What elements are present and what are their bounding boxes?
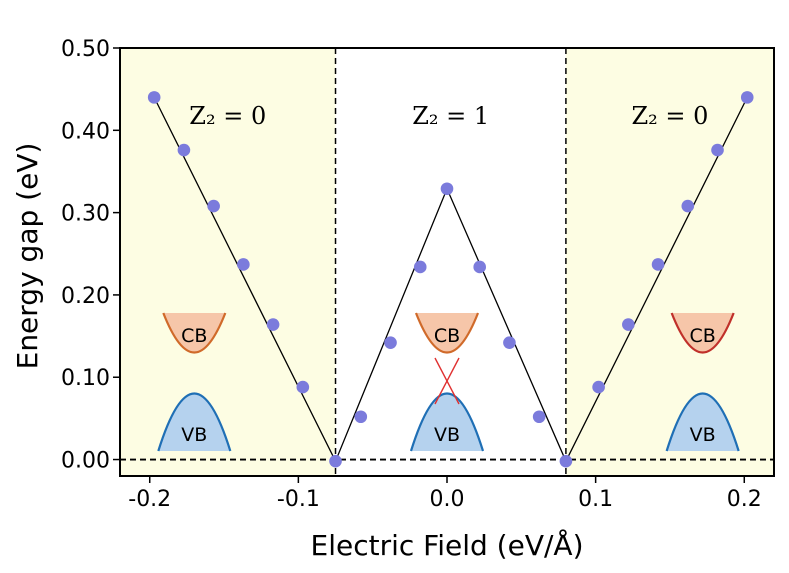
region-0 — [120, 48, 336, 476]
cb-curve — [414, 312, 480, 354]
data-point-0-2 — [207, 199, 220, 213]
phase-labels: Z₂ = 0 Z₂ = 1 Z₂ = 0 — [189, 102, 708, 130]
phase-label-2: Z₂ = 0 — [631, 102, 708, 130]
dirac-cross-b — [434, 357, 460, 405]
y-tick-label-1: 0.10 — [61, 366, 110, 391]
vb-curve — [665, 392, 740, 452]
x-tick-label-2: 0.0 — [430, 487, 465, 512]
band-inset-0: CB VB — [157, 312, 232, 452]
band-inset-2: CB VB — [665, 312, 740, 452]
data-point-0-18 — [681, 199, 695, 213]
x-tick-label-0: -0.2 — [128, 487, 171, 512]
data-point-0-15 — [592, 380, 605, 394]
data-point-0-11 — [473, 260, 487, 274]
data-point-0-16 — [622, 318, 635, 331]
data-point-0-0 — [147, 91, 161, 104]
data-point-0-13 — [532, 410, 546, 424]
data-point-0-17 — [651, 258, 665, 271]
phase-label-1: Z₂ = 1 — [412, 102, 489, 130]
x-tick-label-3: 0.1 — [578, 487, 613, 512]
data-point-0-14 — [559, 454, 573, 468]
phase-regions — [120, 48, 774, 476]
band-insets: CB VB CB VB CB VB — [157, 312, 740, 452]
phase-label-0: Z₂ = 0 — [189, 102, 266, 130]
cb-label: CB — [181, 325, 207, 347]
band-inset-1: CB VB — [409, 312, 485, 452]
vb-label: VB — [181, 424, 207, 446]
vb-curve — [409, 392, 485, 452]
data-point-0-20 — [740, 91, 754, 104]
x-tick-label-1: -0.1 — [277, 487, 320, 512]
data-point-0-4 — [266, 318, 280, 331]
cb-curve — [670, 312, 735, 354]
data-point-0-10 — [440, 182, 454, 196]
region-2 — [565, 48, 774, 476]
data-point-0-3 — [237, 258, 250, 271]
x-tick-label-4: 0.2 — [727, 487, 762, 512]
data-point-0-12 — [503, 336, 516, 349]
y-axis-label: Energy gap (eV) — [11, 143, 44, 370]
y-tick-label-5: 0.50 — [61, 37, 110, 62]
cb-curve — [162, 312, 227, 354]
axis-ticks: -0.2 -0.1 0.0 0.1 0.2 0.00 0.10 0.20 0.30 0.40 0.5… — [61, 37, 762, 512]
vb-curve — [157, 392, 232, 452]
y-tick-label-3: 0.30 — [61, 202, 110, 227]
data-point-0-19 — [711, 143, 724, 157]
vb-label: VB — [690, 424, 716, 446]
data-point-0-6 — [329, 454, 342, 468]
cb-label: CB — [434, 325, 460, 347]
y-tick-label-0: 0.00 — [61, 449, 110, 474]
data-point-0-8 — [384, 336, 397, 349]
y-tick-label-4: 0.40 — [61, 119, 110, 144]
vb-label: VB — [434, 424, 460, 446]
data-point-0-7 — [354, 410, 368, 424]
data-points — [147, 91, 754, 468]
data-point-0-1 — [177, 143, 191, 157]
data-point-0-9 — [413, 260, 427, 274]
cb-label: CB — [689, 325, 715, 347]
x-axis-label: Electric Field (eV/Å) — [311, 528, 584, 562]
y-tick-label-2: 0.20 — [61, 284, 110, 309]
data-point-0-5 — [296, 380, 310, 394]
